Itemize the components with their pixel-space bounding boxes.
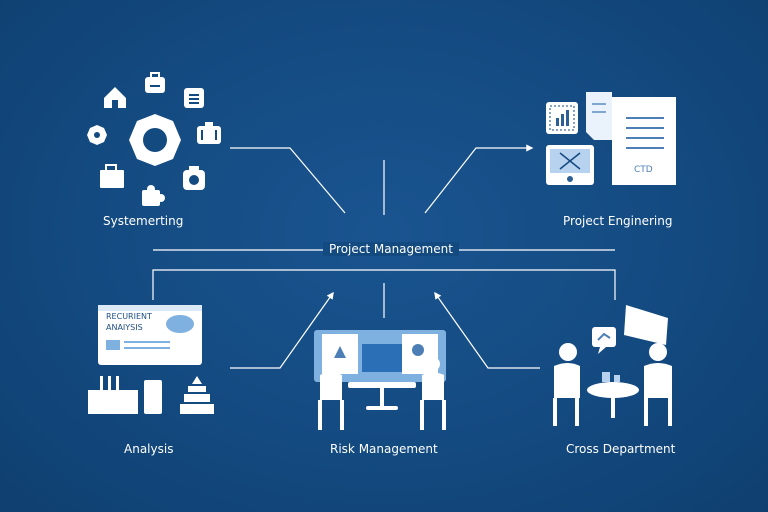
risk-cluster bbox=[314, 330, 446, 430]
flag-board bbox=[624, 305, 668, 345]
analysis-cluster bbox=[88, 305, 214, 414]
node-label-systems: Systemerting bbox=[103, 214, 184, 228]
gear-small-icon bbox=[87, 125, 107, 145]
node-label-engineering: Project Enginering bbox=[563, 214, 673, 228]
system-cluster bbox=[87, 72, 221, 206]
document-back-icon bbox=[586, 92, 612, 140]
report-board bbox=[98, 305, 202, 365]
connector-bottom-right bbox=[434, 291, 540, 369]
report-title-line2: ANAIYSIS bbox=[106, 323, 143, 332]
node-label-risk: Risk Management bbox=[330, 442, 438, 456]
connector-bottom-left bbox=[230, 291, 334, 369]
connector-bottom-frame bbox=[152, 269, 616, 300]
puzzle-icon bbox=[142, 185, 165, 206]
connector-top-left bbox=[230, 147, 346, 214]
node-label-analysis: Analysis bbox=[124, 442, 174, 456]
connector-top-right bbox=[424, 144, 534, 214]
document-badge: CTD bbox=[634, 165, 653, 175]
chat-bubble-icon bbox=[592, 327, 616, 354]
document-icon bbox=[612, 97, 676, 185]
server-icon bbox=[197, 122, 221, 144]
chart-card-icon bbox=[546, 102, 578, 134]
briefcase-icon bbox=[145, 72, 165, 93]
center-label: Project Management bbox=[323, 242, 459, 256]
camera-icon bbox=[183, 166, 205, 190]
meeting-people-icon bbox=[318, 357, 446, 430]
clipboard-icon bbox=[184, 88, 204, 108]
laptop-icon bbox=[100, 164, 124, 188]
home-icon bbox=[104, 87, 126, 108]
node-label-cross-department: Cross Department bbox=[566, 442, 676, 456]
report-title-line1: RECURIENT bbox=[106, 312, 152, 321]
connectors bbox=[152, 144, 616, 369]
gear-icon bbox=[129, 114, 181, 166]
engineering-cluster bbox=[546, 92, 676, 185]
department-cluster bbox=[553, 305, 672, 426]
team-meeting-icon bbox=[553, 343, 672, 426]
equipment-icons bbox=[88, 376, 214, 414]
monitor-icon bbox=[546, 145, 594, 185]
